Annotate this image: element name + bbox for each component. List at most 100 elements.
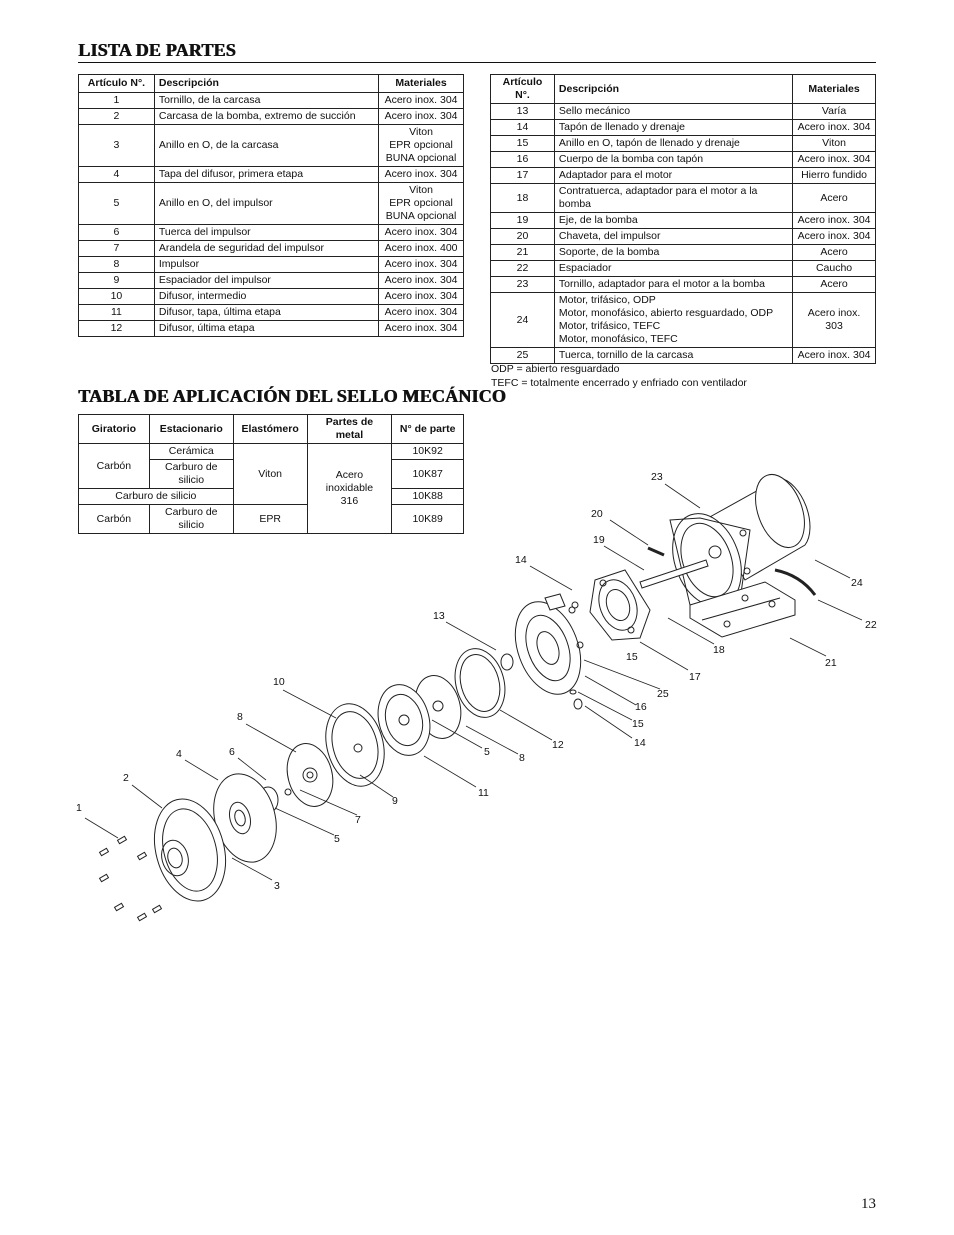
cell-description: Difusor, intermedio: [153, 288, 380, 305]
cell-material: Viton EPR opcional BUNA opcional: [378, 182, 464, 225]
cell-description: Contratuerca, adaptador para el motor a …: [553, 183, 794, 213]
seal-table-heading: TABLA DE APLICACIÓN DEL SELLO MECÁNICO: [78, 386, 506, 406]
col-header-metal: Partes de metal: [306, 414, 393, 444]
callout-5b: 5: [484, 746, 490, 758]
col-header-item: Artículo N°.: [490, 74, 555, 104]
cell-description: Espaciador del impulsor: [153, 272, 380, 289]
cell-description: Difusor, tapa, última etapa: [153, 304, 380, 321]
spacer-drawing: [774, 568, 817, 596]
callout-1: 1: [76, 802, 82, 814]
col-header-stationary: Estacionario: [148, 414, 234, 444]
callout-8b: 8: [519, 752, 525, 764]
col-header-mat: Materiales: [378, 74, 464, 93]
cell-description: Arandela de seguridad del impulsor: [153, 240, 380, 257]
callout-17: 17: [689, 671, 701, 683]
cell-item-number: 3: [78, 124, 155, 167]
casing-bolts-drawing: [98, 835, 163, 922]
cell-description: Difusor, última etapa: [153, 320, 380, 337]
callout-5a: 5: [334, 833, 340, 845]
cell-material: Acero inox. 304: [378, 288, 464, 305]
callout-7: 7: [355, 814, 361, 826]
pump-body-drawing: [514, 593, 584, 695]
callout-11: 11: [478, 787, 489, 799]
cell-metal: Acero inoxidable 316: [306, 443, 393, 534]
diffuser-cover-drawing: [213, 773, 277, 863]
cell-description: Cuerpo de la bomba con tapón: [553, 151, 794, 168]
impeller-first-drawing: [286, 743, 334, 807]
motor-drawing: [669, 474, 811, 607]
callout-20: 20: [591, 508, 603, 520]
callout-12: 12: [552, 739, 564, 751]
callout-3: 3: [274, 880, 280, 892]
cell-material: Hierro fundido: [792, 167, 876, 184]
note-odp: ODP = abierto resguardado: [491, 363, 620, 375]
table-row: Carbón Carburo de silicio EPR 10K89: [78, 504, 464, 534]
cell-description: Soporte, de la bomba: [553, 244, 794, 261]
callout-16: 16: [635, 701, 647, 713]
col-header-mat: Materiales: [792, 74, 876, 104]
table-header-row: Giratorio Estacionario Elastómero Partes…: [78, 414, 464, 444]
callout-13: 13: [433, 610, 445, 622]
note-tefc: TEFC = totalmente encerrado y enfriado c…: [491, 377, 747, 389]
cell-material: Acero inox. 304: [792, 347, 876, 364]
cell-description: Tornillo, adaptador para el motor a la b…: [553, 276, 794, 293]
impeller-drawing: [377, 684, 431, 756]
callout-25: 25: [657, 688, 669, 700]
callout-9: 9: [392, 795, 398, 807]
parts-list-heading: LISTA DE PARTES: [78, 40, 236, 60]
table-row: Carbón Cerámica Viton Acero inoxidable 3…: [78, 443, 464, 534]
mechanical-seal-drawing: [500, 653, 514, 671]
cell-item-number: 24: [490, 292, 555, 348]
cell-rotating: Carbón: [78, 504, 150, 534]
callout-4: 4: [176, 748, 182, 760]
cell-description: Anillo en O, de la carcasa: [153, 124, 380, 167]
cell-material: Acero inox. 400: [378, 240, 464, 257]
callout-18: 18: [713, 644, 725, 656]
leader-lines: [84, 483, 863, 881]
callout-15b: 15: [632, 718, 644, 730]
callout-6: 6: [229, 746, 235, 758]
callout-labels: 1 2 3 4 5 5 6 7 8 8 9 10 11 12 13 14 14 …: [76, 471, 877, 892]
callout-23: 23: [651, 471, 663, 483]
casing-drawing: [154, 798, 226, 902]
col-header-desc: Descripción: [553, 74, 794, 104]
cell-description: Anillo en O, del impulsor: [153, 182, 380, 225]
cell-item-number: 18: [490, 183, 555, 213]
callout-14a: 14: [515, 554, 527, 566]
shaft-drawing: [639, 546, 709, 589]
cell-material: Acero inox. 304: [378, 272, 464, 289]
cell-elastomer: EPR: [232, 504, 308, 534]
cell-material: Acero inox. 304: [792, 228, 876, 245]
motor-adapter-drawing: [589, 569, 651, 641]
callout-2: 2: [123, 772, 129, 784]
callout-19: 19: [593, 534, 605, 546]
plug-o-ring-drawing: [569, 689, 577, 695]
cell-description: Tuerca del impulsor: [153, 224, 380, 241]
cell-material: Acero inox. 304: [378, 92, 464, 109]
cell-material: Acero inox. 304: [378, 224, 464, 241]
table-header-row: Artículo N°. Descripción Materiales: [490, 74, 876, 104]
cell-description: Tuerca, tornillo de la carcasa: [553, 347, 794, 364]
cell-stationary: Cerámica: [148, 443, 234, 460]
seal-table: Giratorio Estacionario Elastómero Partes…: [78, 414, 464, 534]
table-header-row: Artículo N°. Descripción Materiales: [78, 74, 464, 93]
